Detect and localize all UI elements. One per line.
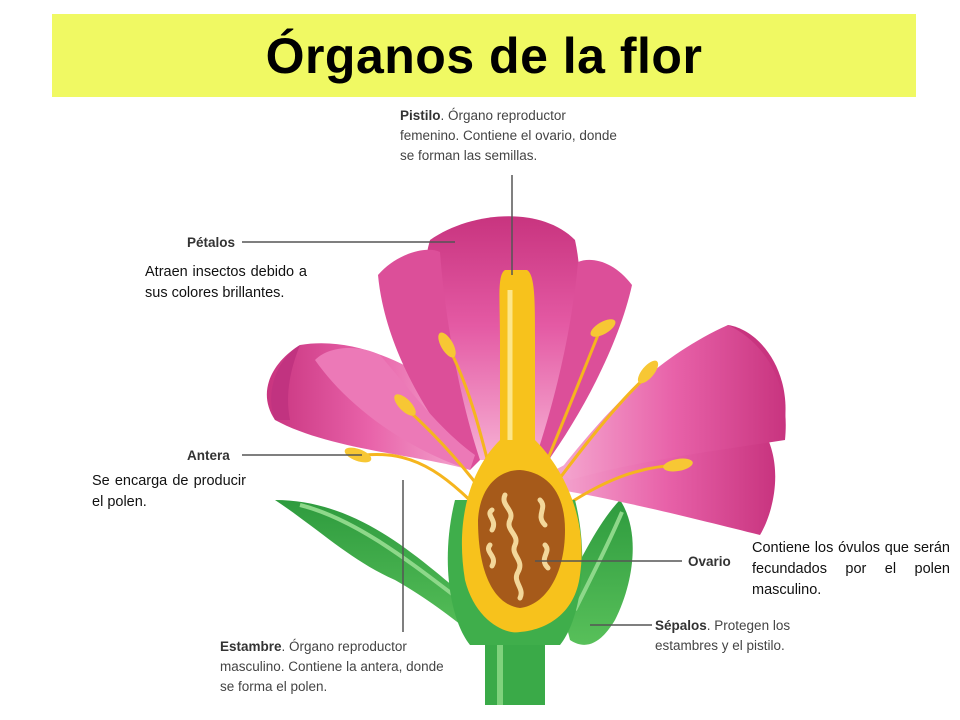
label-sepalos-text: . Protegen los estambres y el pistilo. (655, 618, 791, 653)
label-sepalos-term: Sépalos (655, 618, 707, 633)
label-petalos: Pétalos (187, 233, 235, 253)
label-ovario: Ovario (688, 552, 731, 572)
label-pistilo: Pistilo. Órgano reproductor femenino. Co… (400, 106, 625, 166)
label-petalos-term: Pétalos (187, 235, 236, 250)
desc-petalos: Atraen insectos debido a sus colores bri… (145, 264, 307, 301)
label-pistilo-text: . Órgano reproductor femenino. Contiene … (400, 108, 617, 163)
title-banner: Órganos de la flor (52, 14, 916, 97)
label-antera: Antera (187, 446, 230, 466)
label-estambre: Estambre. Órgano reproductor masculino. … (220, 637, 448, 697)
page-title: Órganos de la flor (265, 27, 703, 84)
label-pistilo-term: Pistilo (400, 108, 441, 123)
desc-antera: Se encarga de producir el polen. (92, 473, 246, 510)
desc-ovario: Contiene los óvulos que serán fecundados… (752, 540, 950, 598)
label-antera-term: Antera (187, 448, 230, 463)
label-estambre-term: Estambre (220, 639, 282, 654)
sepal-right (560, 500, 633, 645)
label-sepalos: Sépalos. Protegen los estambres y el pis… (655, 616, 795, 656)
ovules (486, 492, 551, 601)
leader-lines (242, 175, 682, 632)
sepal-left (275, 500, 480, 640)
label-estambre-text: . Órgano reproductor masculino. Contiene… (220, 639, 444, 694)
label-ovario-term: Ovario (688, 554, 731, 569)
